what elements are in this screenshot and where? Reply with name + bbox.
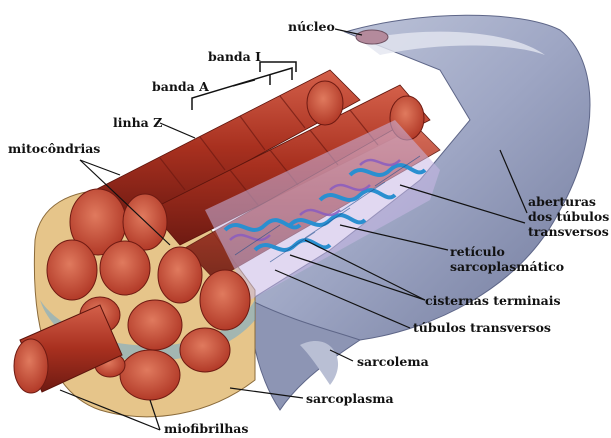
label-sarcoplasma: sarcoplasma <box>306 392 394 406</box>
label-tubulos: túbulos transversos <box>413 321 551 335</box>
label-aberturas-line2: dos túbulos <box>528 210 609 224</box>
nucleus <box>356 30 388 44</box>
label-reticulo-line2: sarcoplasmático <box>450 260 564 274</box>
label-aberturas-line3: transversos <box>528 225 609 239</box>
label-banda-a: banda A <box>152 80 209 94</box>
label-cisternas: cisternas terminais <box>425 294 561 308</box>
label-sarcolema: sarcolema <box>357 355 429 369</box>
label-reticulo-line1: retículo <box>450 245 505 259</box>
label-mitocondrias: mitocôndrias <box>8 142 100 156</box>
label-nucleo: núcleo <box>288 20 335 34</box>
label-linha-z: linha Z <box>113 116 162 130</box>
label-miofibrilhas: miofibrilhas <box>164 422 248 436</box>
label-aberturas-line1: aberturas <box>528 195 596 209</box>
label-banda-i: banda I <box>208 50 261 64</box>
